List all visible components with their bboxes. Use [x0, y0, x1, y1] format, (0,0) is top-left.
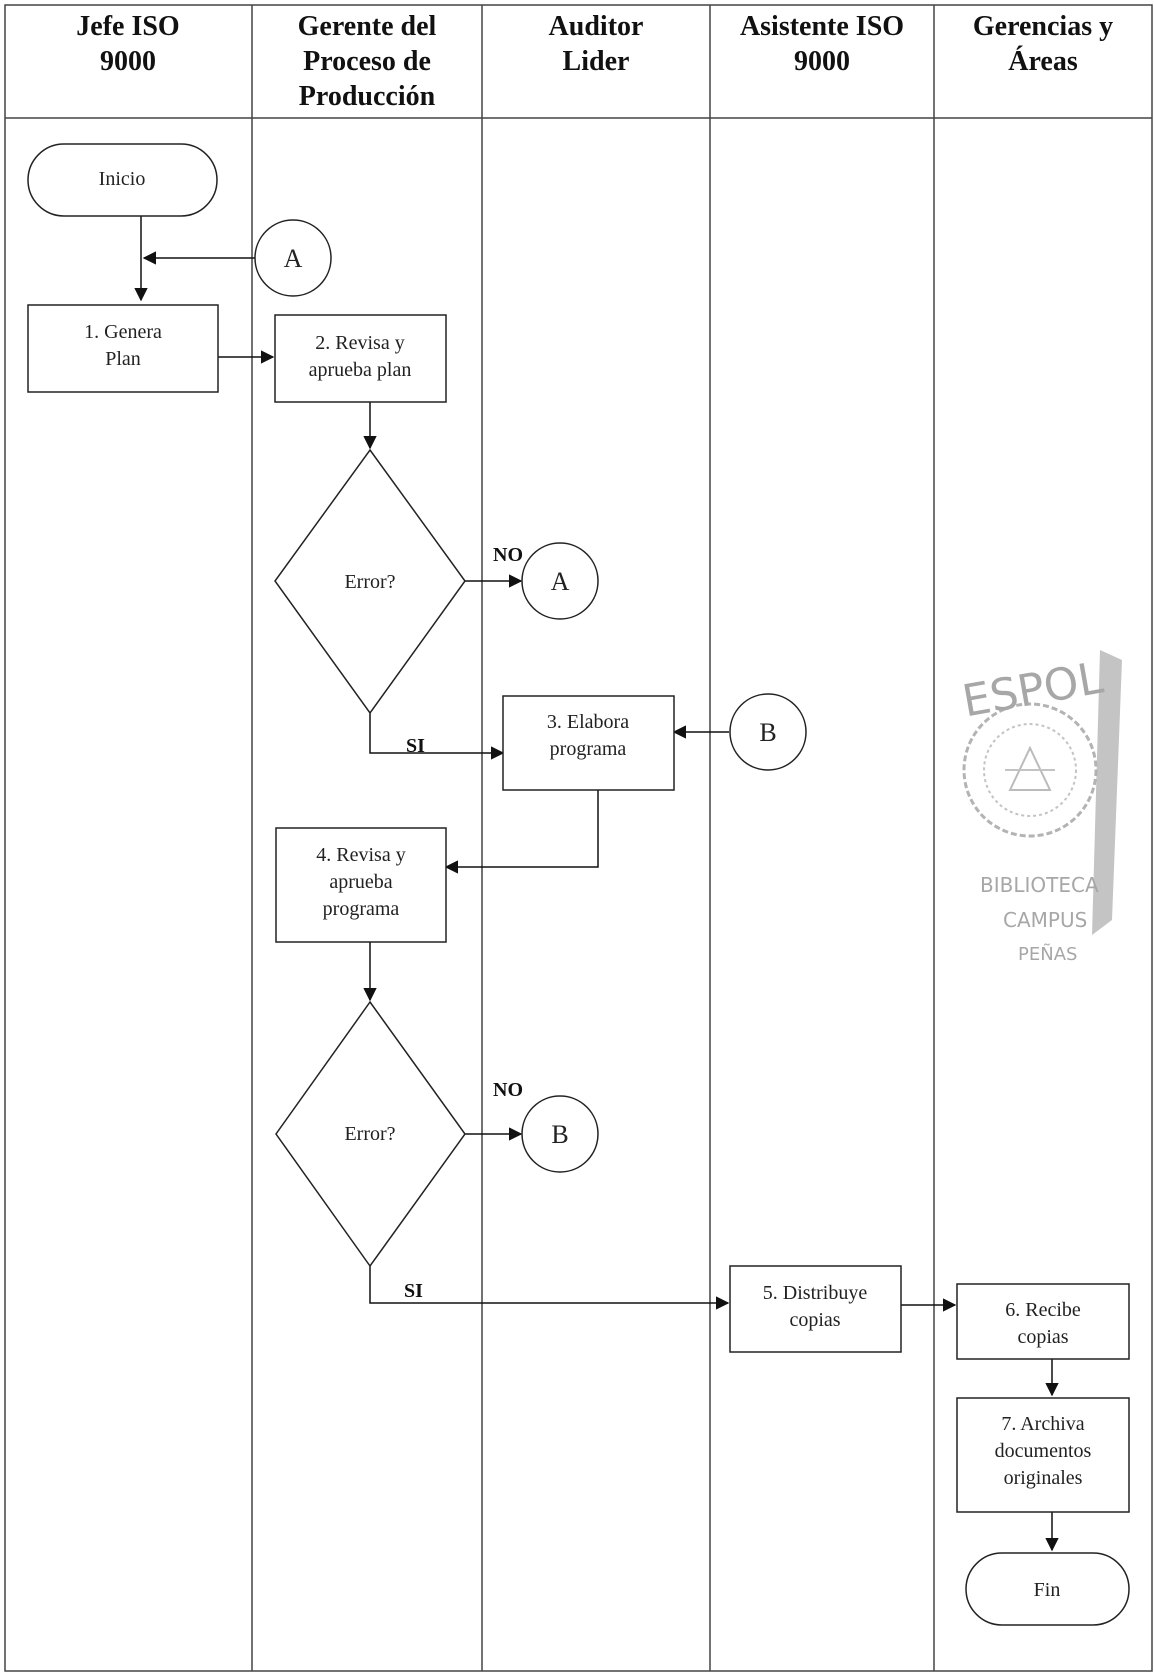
decision-1-label: Error?	[344, 571, 395, 593]
text-line: aprueba plan	[309, 359, 412, 381]
connector-a-mid	[521, 542, 599, 620]
swimlane-grid	[4, 4, 1153, 1672]
edge-decision1-si-to-step3	[369, 713, 505, 760]
svg-text:BIBLIOTECA: BIBLIOTECA	[980, 873, 1099, 897]
svg-text:ESPOL: ESPOL	[959, 653, 1108, 728]
text-line: originales	[1004, 1467, 1083, 1489]
text-line: 1. Genera	[84, 321, 162, 343]
text-line: copias	[1017, 1326, 1068, 1348]
step-7-label: 7. Archiva documentos originales	[995, 1413, 1092, 1489]
end-label: Fin	[1034, 1579, 1061, 1601]
text-line: 9000	[794, 46, 850, 77]
text-line: Asistente ISO	[740, 11, 904, 42]
text-line: programa	[323, 898, 400, 920]
lane-title-asistente-iso: Asistente ISO 9000	[740, 11, 904, 77]
step-4-label: 4. Revisa y aprueba programa	[316, 844, 405, 920]
svg-text:CAMPUS: CAMPUS	[1003, 908, 1087, 932]
step-4-box	[275, 827, 447, 943]
step-3-box	[502, 695, 675, 791]
text-line: 4. Revisa y	[316, 844, 405, 866]
step-5-box	[729, 1265, 902, 1353]
connector-b-right-label: B	[759, 718, 776, 747]
text-line: A	[284, 244, 303, 273]
lane-title-jefe-iso: Jefe ISO 9000	[76, 11, 179, 77]
decision-2-diamond	[275, 1000, 466, 1268]
text-line: Auditor	[549, 11, 644, 42]
text-line: 9000	[100, 46, 156, 77]
svg-text:PEÑAS: PEÑAS	[1018, 943, 1077, 965]
step-3-label: 3. Elabora programa	[547, 711, 629, 760]
library-stamp: ESPOL BIBLIOTECA CAMPUS PEÑAS	[959, 650, 1122, 965]
step-2-box	[274, 314, 447, 403]
text-line: copias	[789, 1309, 840, 1331]
edge-step3-to-step4	[444, 790, 599, 874]
step-1-box	[27, 304, 219, 393]
connector-a-top	[254, 219, 332, 297]
decision-2-no-label: NO	[493, 1079, 523, 1101]
text-line: Jefe ISO	[76, 11, 179, 42]
start-label: Inicio	[99, 168, 146, 190]
text-line: A	[551, 567, 570, 596]
step-6-label: 6. Recibe copias	[1005, 1299, 1081, 1348]
text-line: B	[551, 1120, 568, 1149]
lane-title-gerencias-areas: Gerencias y Áreas	[973, 11, 1113, 77]
decision-2-label: Error?	[344, 1123, 395, 1145]
text-line: Gerencias y	[973, 11, 1113, 42]
text-line: 3. Elabora	[547, 711, 629, 733]
text-line: documentos	[995, 1440, 1092, 1462]
connector-b-mid	[521, 1095, 599, 1173]
connector-b-mid-label: B	[551, 1120, 568, 1149]
text-line: Producción	[299, 81, 436, 112]
decision-1-no-label: NO	[493, 544, 523, 566]
text-line: Inicio	[99, 168, 146, 190]
text-line: aprueba	[329, 871, 392, 893]
text-line: 7. Archiva	[1001, 1413, 1084, 1435]
text-line: Error?	[344, 1123, 395, 1145]
end-terminator	[965, 1552, 1130, 1626]
text-line: Gerente del	[298, 11, 437, 42]
step-5-label: 5. Distribuye copias	[763, 1282, 868, 1331]
edges	[134, 216, 1059, 1552]
text-line: Error?	[344, 571, 395, 593]
step-2-label: 2. Revisa y aprueba plan	[309, 332, 412, 381]
text-line: programa	[550, 738, 627, 760]
text-line: 6. Recibe	[1005, 1299, 1081, 1321]
text-line: Proceso de	[303, 46, 431, 77]
text-line: 5. Distribuye	[763, 1282, 868, 1304]
text-line: Áreas	[1008, 46, 1078, 77]
step-6-box	[956, 1283, 1130, 1360]
step-7-box	[956, 1397, 1130, 1513]
text-line: Lider	[563, 46, 630, 77]
decision-1-diamond	[274, 448, 466, 715]
decision-2-si-label: SI	[404, 1280, 423, 1302]
connector-b-right	[729, 693, 807, 771]
text-line: Plan	[105, 348, 141, 370]
text-line: Fin	[1034, 1579, 1061, 1601]
connector-a-mid-label: A	[551, 567, 570, 596]
edge-decision2-si-to-step5	[369, 1266, 730, 1310]
decision-1-si-label: SI	[406, 735, 425, 757]
text-line: 2. Revisa y	[315, 332, 404, 354]
start-terminator	[27, 143, 218, 217]
connector-a-top-label: A	[284, 244, 303, 273]
text-line: B	[759, 718, 776, 747]
